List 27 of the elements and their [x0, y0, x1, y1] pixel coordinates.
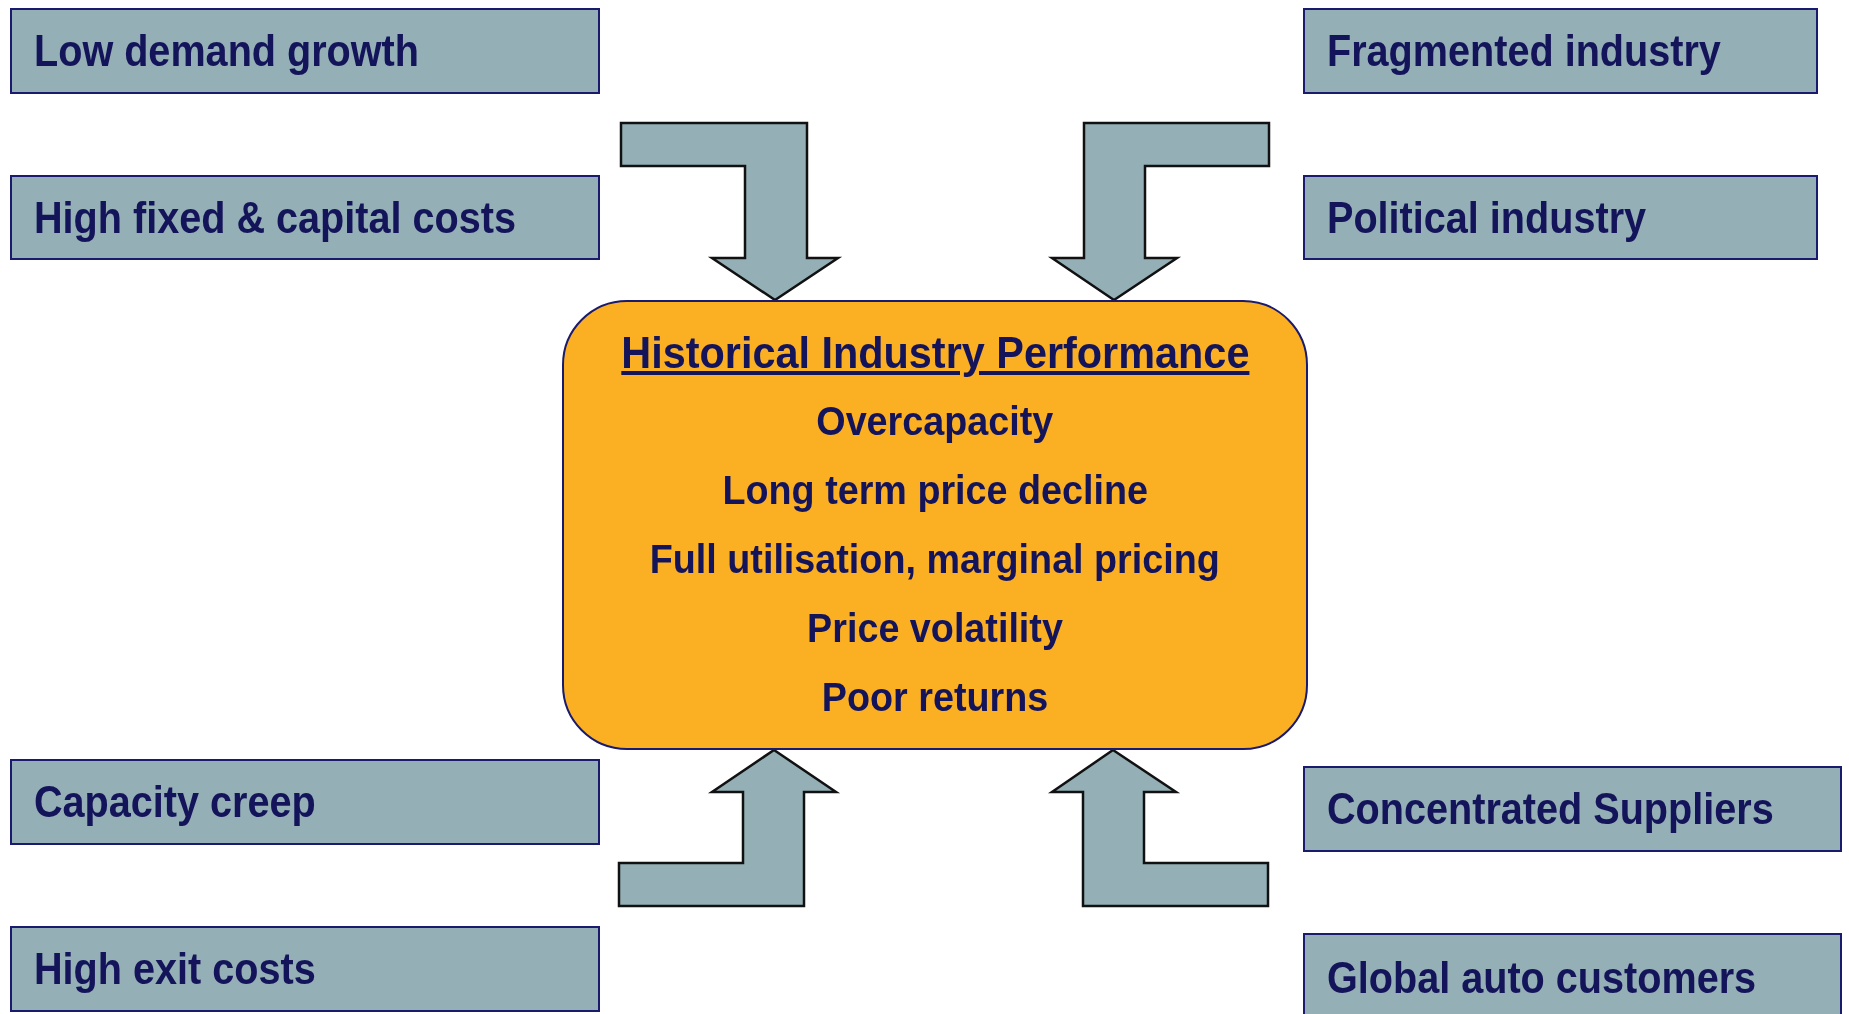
box-label: Global auto customers [1327, 953, 1757, 1003]
factor-box [10, 926, 600, 1012]
box-label: Political industry [1327, 192, 1647, 243]
factor-box [10, 759, 600, 845]
block-arrow [1048, 748, 1270, 908]
box-label: High exit costs [34, 944, 316, 994]
factor-box [1303, 175, 1818, 260]
list-item: Long term price decline [722, 466, 1148, 515]
box-label: Low demand growth [34, 26, 419, 76]
list-item: Overcapacity [816, 397, 1054, 446]
factor-box [1303, 933, 1842, 1014]
factor-box [10, 175, 600, 260]
block-arrow [1047, 121, 1271, 302]
box-label: Capacity creep [34, 777, 316, 827]
box-label: Fragmented industry [1327, 26, 1721, 76]
factor-box [10, 8, 600, 94]
block-arrow [617, 748, 841, 908]
factor-box [1303, 766, 1842, 852]
block-arrow [619, 121, 843, 302]
factor-box [1303, 8, 1818, 94]
list-item: Poor returns [821, 673, 1049, 722]
list-item: Price volatility [807, 604, 1063, 653]
box-label: High fixed & capital costs [34, 192, 516, 243]
box-heading: Historical Industry Performance [620, 326, 1250, 380]
box-label: Concentrated Suppliers [1327, 784, 1774, 834]
list-item: Full utilisation, marginal pricing [649, 535, 1220, 584]
summary-box [562, 300, 1308, 750]
